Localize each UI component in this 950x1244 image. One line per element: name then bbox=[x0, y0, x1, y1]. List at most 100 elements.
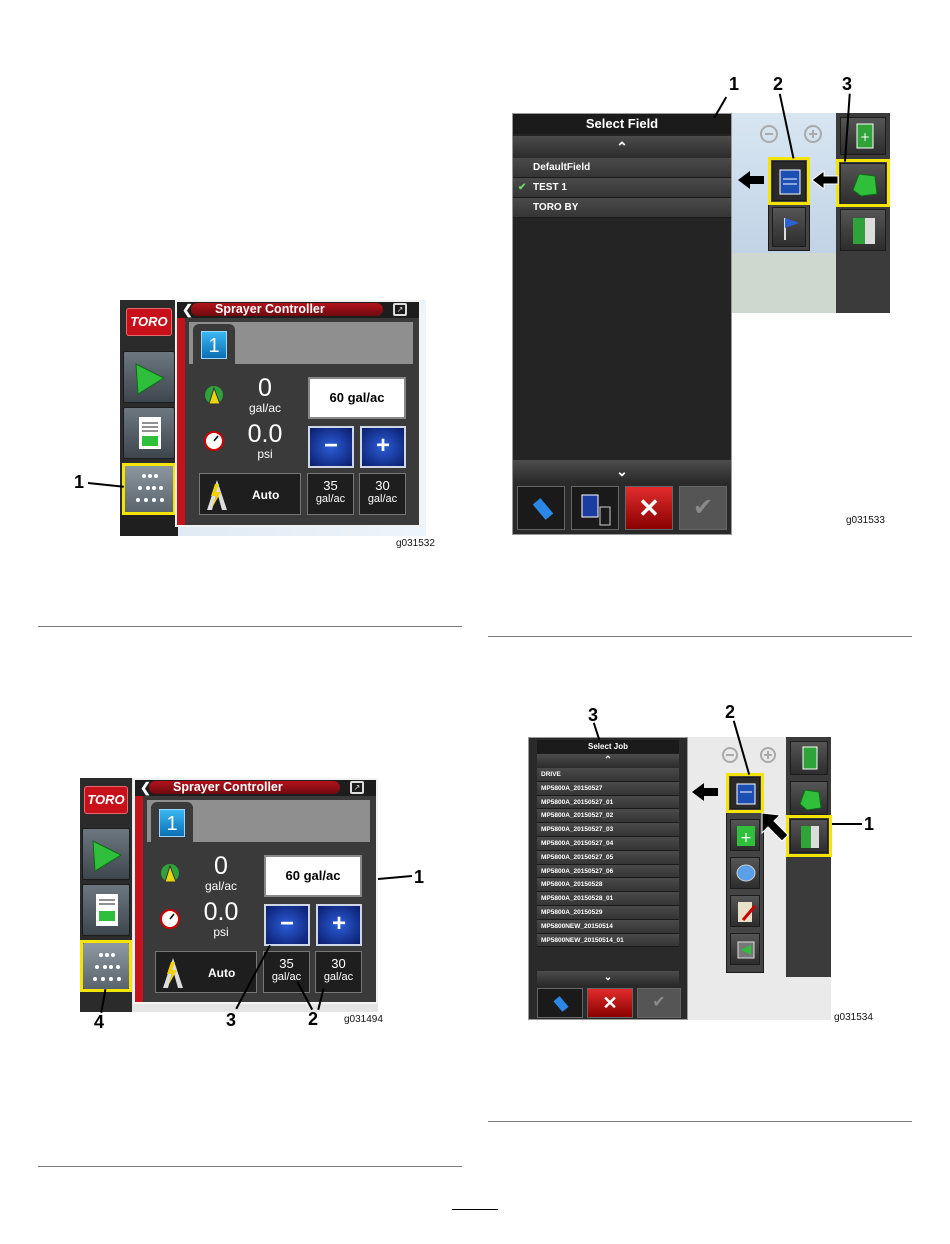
callout-1: 1 bbox=[729, 74, 740, 94]
increase-button[interactable]: + bbox=[360, 426, 406, 468]
pressure-unit: psi bbox=[257, 447, 273, 461]
target-rate-field[interactable]: 60 gal/ac bbox=[264, 855, 362, 897]
list-item-label: MP5800A_20150527_06 bbox=[541, 867, 614, 875]
toro-logo: TORO bbox=[84, 786, 128, 814]
list-item[interactable]: DefaultField bbox=[513, 158, 731, 178]
scroll-down-button[interactable]: ⌄ bbox=[513, 460, 731, 482]
list-item[interactable]: MP5800A_20150528_01 bbox=[537, 892, 679, 906]
figure-code: g031494 bbox=[344, 1014, 383, 1025]
callout-2: 2 bbox=[773, 74, 784, 94]
job-list-button[interactable] bbox=[730, 777, 760, 809]
list-item[interactable]: MP5800A_20150527_05 bbox=[537, 850, 679, 865]
list-item[interactable]: MP5800A_20150528 bbox=[537, 878, 679, 893]
preset-2-value: 30 bbox=[331, 956, 346, 971]
zoom-in-icon[interactable] bbox=[758, 745, 780, 767]
divider bbox=[38, 626, 462, 627]
new-job-button[interactable]: + bbox=[730, 819, 760, 851]
auto-button[interactable]: Auto bbox=[199, 473, 301, 515]
list-item[interactable]: MP5800NEW_20150514 bbox=[537, 919, 679, 934]
decrease-button[interactable]: − bbox=[264, 904, 310, 946]
increase-button[interactable]: + bbox=[316, 904, 362, 946]
rate-value: 0 bbox=[214, 852, 228, 880]
field-list-button[interactable] bbox=[772, 161, 806, 201]
list-item[interactable]: MP5800A_20150527_03 bbox=[537, 823, 679, 837]
new-field-button[interactable] bbox=[790, 741, 828, 775]
highlight-box bbox=[726, 773, 764, 813]
right-toolbar bbox=[786, 737, 831, 977]
red-strip bbox=[177, 318, 185, 525]
rate-unit: gal/ac bbox=[204, 879, 238, 893]
list-icon bbox=[736, 783, 756, 805]
select-field-button[interactable] bbox=[790, 781, 828, 815]
decrease-button[interactable]: − bbox=[308, 426, 354, 468]
svg-text:+: + bbox=[860, 130, 870, 144]
sprayer-controller-panel: ❮ Sprayer Controller ↗ 1 0 gal/ac 0.0 ps… bbox=[133, 778, 378, 1004]
red-strip bbox=[135, 796, 143, 1002]
callout-3: 3 bbox=[226, 1010, 237, 1030]
usb-button[interactable] bbox=[537, 988, 583, 1018]
target-rate-field[interactable]: 60 gal/ac bbox=[308, 377, 406, 419]
scroll-up-button[interactable]: ⌃ bbox=[513, 136, 731, 158]
sprayer-button[interactable] bbox=[82, 942, 130, 990]
field-boundary-button[interactable] bbox=[840, 209, 886, 251]
flag-button[interactable] bbox=[772, 207, 806, 247]
auto-button[interactable]: Auto bbox=[155, 951, 257, 993]
list-item[interactable]: MP5800A_20150527_01 bbox=[537, 795, 679, 810]
preset-1-unit: gal/ac bbox=[271, 971, 302, 983]
rate-value: 0 bbox=[258, 374, 272, 402]
callout-3: 3 bbox=[588, 705, 599, 725]
rate-sensor-icon bbox=[161, 864, 179, 883]
confirm-button[interactable]: ✔ bbox=[679, 486, 727, 530]
job-notes-button[interactable] bbox=[730, 895, 760, 927]
list-item-label: MP5800NEW_20150514_01 bbox=[541, 936, 624, 944]
zoom-out-icon[interactable] bbox=[720, 745, 742, 767]
scroll-up-button[interactable]: ⌃ bbox=[537, 754, 679, 768]
tab-1[interactable]: 1 bbox=[193, 324, 235, 364]
list-item[interactable]: MP5800A_20150529 bbox=[537, 906, 679, 920]
field-shape-icon bbox=[852, 173, 878, 197]
callout-1: 1 bbox=[414, 867, 425, 887]
zoom-in-icon[interactable] bbox=[802, 123, 826, 147]
list-item[interactable]: DRIVE bbox=[537, 768, 679, 782]
report-button[interactable] bbox=[82, 884, 130, 936]
usb-button[interactable] bbox=[517, 486, 565, 530]
guidance-button[interactable] bbox=[82, 828, 130, 880]
list-item-label: MP5800A_20150527_04 bbox=[541, 840, 614, 847]
list-item[interactable]: MP5800NEW_20150514_01 bbox=[537, 933, 679, 948]
back-chevron-icon[interactable]: ❮ bbox=[182, 302, 193, 317]
cancel-button[interactable]: ✕ bbox=[587, 988, 633, 1018]
svg-text:+: + bbox=[740, 830, 752, 846]
maximize-icon[interactable]: ↗ bbox=[393, 303, 407, 316]
list-item[interactable]: ✔TEST 1 bbox=[513, 178, 731, 198]
rate-sensor-icon bbox=[205, 386, 223, 405]
list-item[interactable]: TORO BY bbox=[513, 198, 731, 218]
list-item[interactable]: MP5800A_20150527_04 bbox=[537, 837, 679, 851]
list-item[interactable]: MP5800A_20150527_06 bbox=[537, 864, 679, 879]
new-doc-icon bbox=[802, 746, 818, 770]
tab-1[interactable]: 1 bbox=[151, 802, 193, 842]
figure-code: g031533 bbox=[846, 515, 885, 526]
maximize-icon[interactable]: ↗ bbox=[350, 781, 364, 794]
import-button[interactable] bbox=[571, 486, 619, 530]
job-button[interactable] bbox=[790, 819, 828, 853]
report-button[interactable] bbox=[123, 407, 175, 459]
list-item-label: MP5800A_20150528 bbox=[541, 881, 603, 889]
pressure-gauge-icon bbox=[204, 431, 224, 451]
edit-job-button[interactable] bbox=[730, 857, 760, 889]
scroll-down-button[interactable]: ⌄ bbox=[537, 971, 679, 985]
cancel-button[interactable]: ✕ bbox=[625, 486, 673, 530]
preset-rate-2-button[interactable]: 30 gal/ac bbox=[315, 951, 362, 993]
preset-rate-1-button[interactable]: 35 gal/ac bbox=[263, 951, 310, 993]
dialog-title: Select Field bbox=[513, 114, 731, 134]
list-item[interactable]: MP5800A_20150527_02 bbox=[537, 809, 679, 824]
back-chevron-icon[interactable]: ❮ bbox=[140, 780, 151, 795]
preset-rate-1-button[interactable]: 35 gal/ac bbox=[307, 473, 354, 515]
list-item[interactable]: MP5800A_20150527 bbox=[537, 781, 679, 796]
select-field-button[interactable] bbox=[840, 163, 886, 205]
zoom-out-icon[interactable] bbox=[758, 123, 782, 147]
list-item-label: MP5800A_20150528_01 bbox=[541, 895, 614, 903]
confirm-button[interactable]: ✔ bbox=[637, 988, 681, 1018]
job-transfer-button[interactable] bbox=[730, 933, 760, 965]
preset-rate-2-button[interactable]: 30 gal/ac bbox=[359, 473, 406, 515]
guidance-button[interactable] bbox=[123, 351, 175, 403]
